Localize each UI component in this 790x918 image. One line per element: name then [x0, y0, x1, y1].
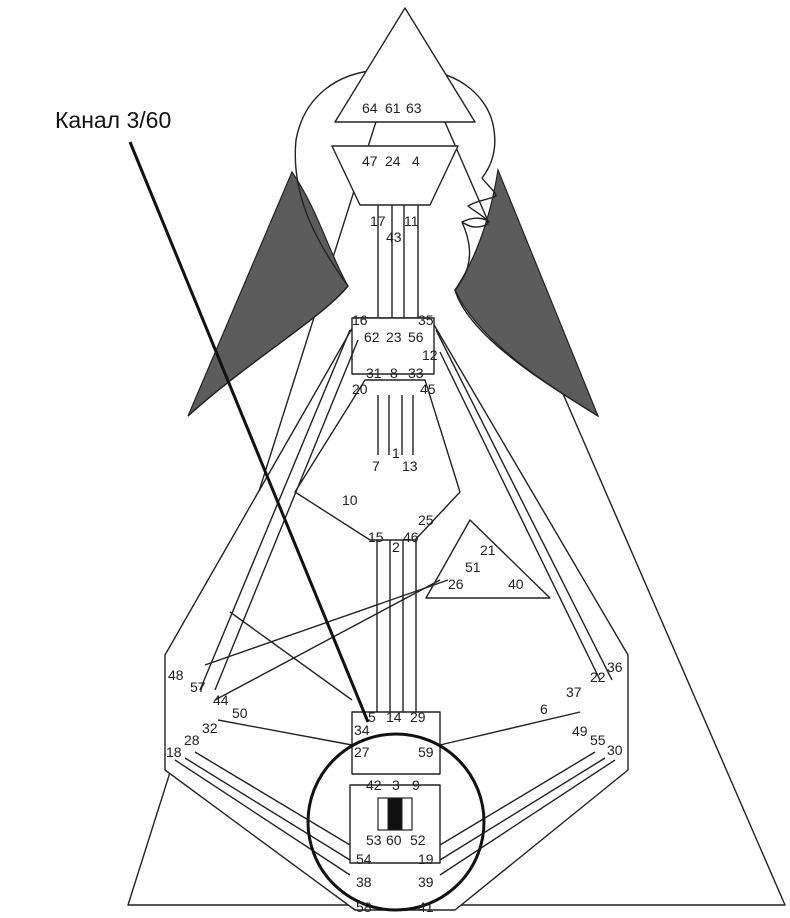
gate-36: 36 [607, 659, 623, 675]
gate-39: 39 [418, 874, 434, 890]
gate-29: 29 [410, 709, 426, 725]
gate-47: 47 [362, 153, 378, 169]
highlight-circle [306, 732, 486, 912]
ajna-center [331, 145, 459, 206]
gate-11: 11 [404, 213, 419, 229]
gate-10: 10 [342, 492, 358, 508]
gate-34: 34 [354, 722, 370, 738]
gate-6: 6 [540, 701, 548, 717]
shoulder-left [187, 285, 349, 417]
channels [174, 205, 616, 876]
gate-3: 3 [392, 777, 400, 793]
gate-52: 52 [410, 832, 426, 848]
gate-30: 30 [607, 742, 623, 758]
gate-22: 22 [590, 669, 606, 685]
gate-64: 64 [362, 100, 378, 116]
gate-14: 14 [386, 709, 402, 725]
gate-46: 46 [403, 529, 419, 545]
gate-54: 54 [356, 851, 372, 867]
gate-9: 9 [412, 777, 420, 793]
gate-7: 7 [372, 458, 380, 474]
gate-42: 42 [366, 777, 382, 793]
gate-59: 59 [418, 744, 434, 760]
channel-3-60-outline [377, 797, 413, 831]
gate-13: 13 [402, 458, 418, 474]
gate-24: 24 [385, 153, 401, 169]
gate-15: 15 [368, 529, 384, 545]
body-outline [164, 317, 629, 911]
throat-center [351, 317, 435, 375]
gate-53: 53 [366, 832, 382, 848]
gate-37: 37 [566, 684, 582, 700]
gate-48: 48 [168, 667, 184, 683]
gate-35: 35 [418, 312, 434, 328]
gate-27: 27 [354, 744, 370, 760]
gate-5: 5 [368, 709, 376, 725]
channel-3-60-highlight [387, 797, 403, 831]
gate-40: 40 [508, 576, 524, 592]
gate-12: 12 [422, 347, 438, 363]
gate-4: 4 [412, 153, 420, 169]
gate-19: 19 [418, 851, 434, 867]
gate-32: 32 [202, 720, 218, 736]
gate-56: 56 [408, 329, 424, 345]
heart-center [425, 519, 551, 599]
channel-title: Канал 3/60 [55, 107, 171, 133]
gate-31: 31 [366, 365, 382, 381]
gate-43: 43 [386, 229, 402, 245]
gate-26: 26 [448, 576, 464, 592]
gate-20: 20 [352, 381, 368, 397]
gate-labels: 64 61 63 47 24 4 17 43 11 16 35 62 23 56… [166, 100, 623, 915]
gate-16: 16 [352, 312, 368, 328]
pointer-line [128, 141, 370, 723]
gate-38: 38 [356, 874, 372, 890]
gate-55: 55 [590, 732, 606, 748]
gate-57: 57 [190, 679, 206, 695]
gate-58: 58 [356, 899, 372, 915]
gate-63: 63 [406, 100, 422, 116]
gate-18: 18 [166, 744, 182, 760]
gate-8: 8 [390, 365, 398, 381]
gate-50: 50 [232, 705, 248, 721]
gate-28: 28 [184, 732, 200, 748]
gate-33: 33 [408, 365, 424, 381]
gate-60: 60 [386, 832, 402, 848]
gate-1: 1 [392, 445, 400, 461]
gate-21: 21 [480, 542, 496, 558]
hair-right [454, 167, 600, 418]
gate-17: 17 [370, 213, 386, 229]
gate-41: 41 [418, 899, 434, 915]
gate-62: 62 [364, 329, 380, 345]
g-center [294, 379, 461, 541]
gate-51: 51 [465, 559, 481, 575]
gate-61: 61 [385, 100, 401, 116]
head-center [334, 7, 476, 123]
gate-2: 2 [392, 539, 400, 555]
gate-49: 49 [572, 723, 588, 739]
head-silhouette [294, 69, 599, 417]
gate-25: 25 [418, 512, 434, 528]
gate-44: 44 [213, 692, 229, 708]
gate-23: 23 [386, 329, 402, 345]
mouth-mark [461, 217, 491, 223]
gate-45: 45 [420, 381, 436, 397]
